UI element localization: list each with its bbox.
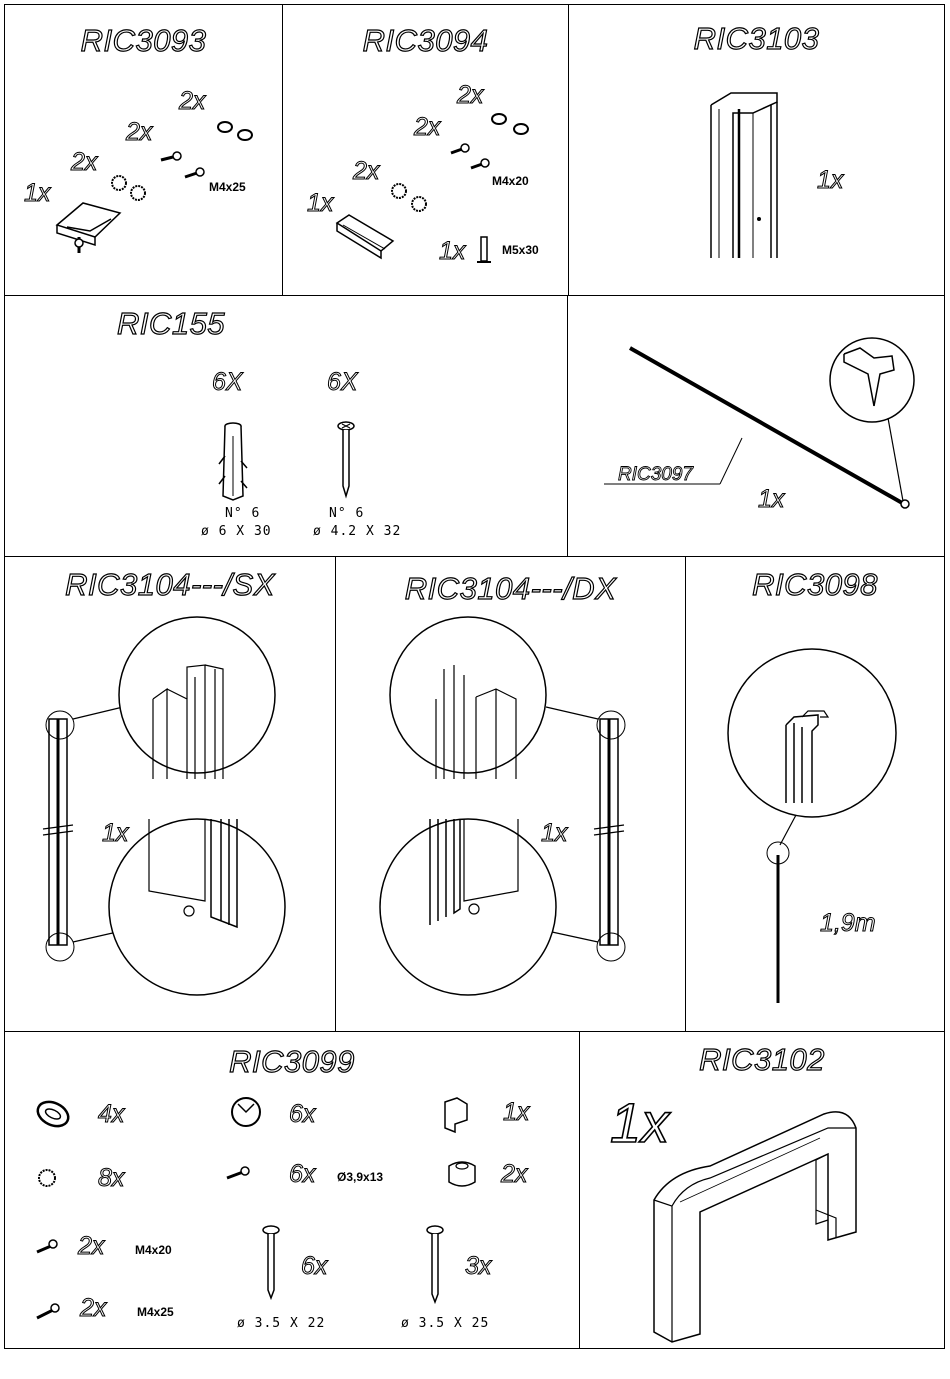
panel-ric3099: RIC3099 4x 6x 1x 8x 6x Ø3,9x13 2x 2x M4x… [4,1031,580,1349]
screw-dimensions: ø 4.2 X 32 [313,524,401,539]
screw-spec: M4x20 [492,174,529,188]
qty-ring: 4x [98,1100,124,1129]
screw-m4x25-spec: M4x25 [137,1305,174,1319]
qty-screw: 2x [414,113,440,142]
ric3102-handle-drawing [580,1032,945,1349]
qty-lockwasher: 2x [353,157,379,186]
qty-clamp: 1x [24,179,50,208]
qty-foot: 2x [501,1160,527,1189]
plug-number: N° 6 [225,506,260,521]
qty-rail: 1x [758,485,784,514]
panel-ric3094: RIC3094 2x 2x 2x 1x 1x M4x20 M5x30 [282,4,569,296]
rail-label: RIC3097 [618,464,693,486]
panel-ric155: RIC155 6X 6X N° 6 ø 6 X 30 N° 6 ø 4.2 X … [4,295,568,557]
panel-ric3103: RIC3103 1x [568,4,945,296]
bolt-spec: M5x30 [502,243,539,257]
panel-ric3102: RIC3102 1x [579,1031,945,1349]
qty-woodscrew-22: 6x [301,1252,327,1281]
screw-small-spec: Ø3,9x13 [337,1170,383,1184]
ric3097-rail-drawing [568,296,945,557]
qty-profile: 1x [817,166,843,195]
panel-ric3093: RIC3093 2x 2x 2x 1x M4x25 [4,4,283,296]
panel-ric3097: RIC3097 1x [567,295,945,557]
qty-woodscrew-25: 3x [465,1252,491,1281]
qty-clip: 1x [503,1098,529,1127]
qty-bolt: 1x [439,237,465,266]
ric3104-sx-profile-drawing [5,557,336,1032]
qty-profile-dx: 1x [541,819,567,848]
ric155-anchor-drawing [5,296,568,557]
plug-dimensions: ø 6 X 30 [201,524,272,539]
qty-screw: 2x [126,118,152,147]
panel-ric3104-dx: RIC3104---/DX 1x [335,556,686,1032]
qty-screw-m4x25: 2x [80,1294,106,1323]
ric3093-parts-drawing [5,5,283,296]
qty-channel: 1x [307,189,333,218]
qty-washer: 2x [179,87,205,116]
woodscrew-22-dimensions: ø 3.5 X 22 [237,1316,325,1331]
panel-ric3104-sx: RIC3104---/SX 1x [4,556,336,1032]
qty-screw-small: 6x [289,1160,315,1189]
qty-lockwasher: 8x [98,1164,124,1193]
ric3098-seal-drawing [686,557,945,1032]
ric3103-profile-drawing [569,5,945,296]
panel-ric3098: RIC3098 1,9m [685,556,945,1032]
woodscrew-25-dimensions: ø 3.5 X 25 [401,1316,489,1331]
screw-number: N° 6 [329,506,364,521]
qty-washer: 2x [457,81,483,110]
qty-lockwasher: 2x [71,148,97,177]
qty-profile-sx: 1x [102,819,128,848]
ric3104-dx-profile-drawing [336,557,686,1032]
screw-spec: M4x25 [209,180,246,194]
qty-screw-m4x20: 2x [78,1232,104,1261]
screw-m4x20-spec: M4x20 [135,1243,172,1257]
qty-cap: 6x [289,1100,315,1129]
seal-length: 1,9m [820,909,876,938]
